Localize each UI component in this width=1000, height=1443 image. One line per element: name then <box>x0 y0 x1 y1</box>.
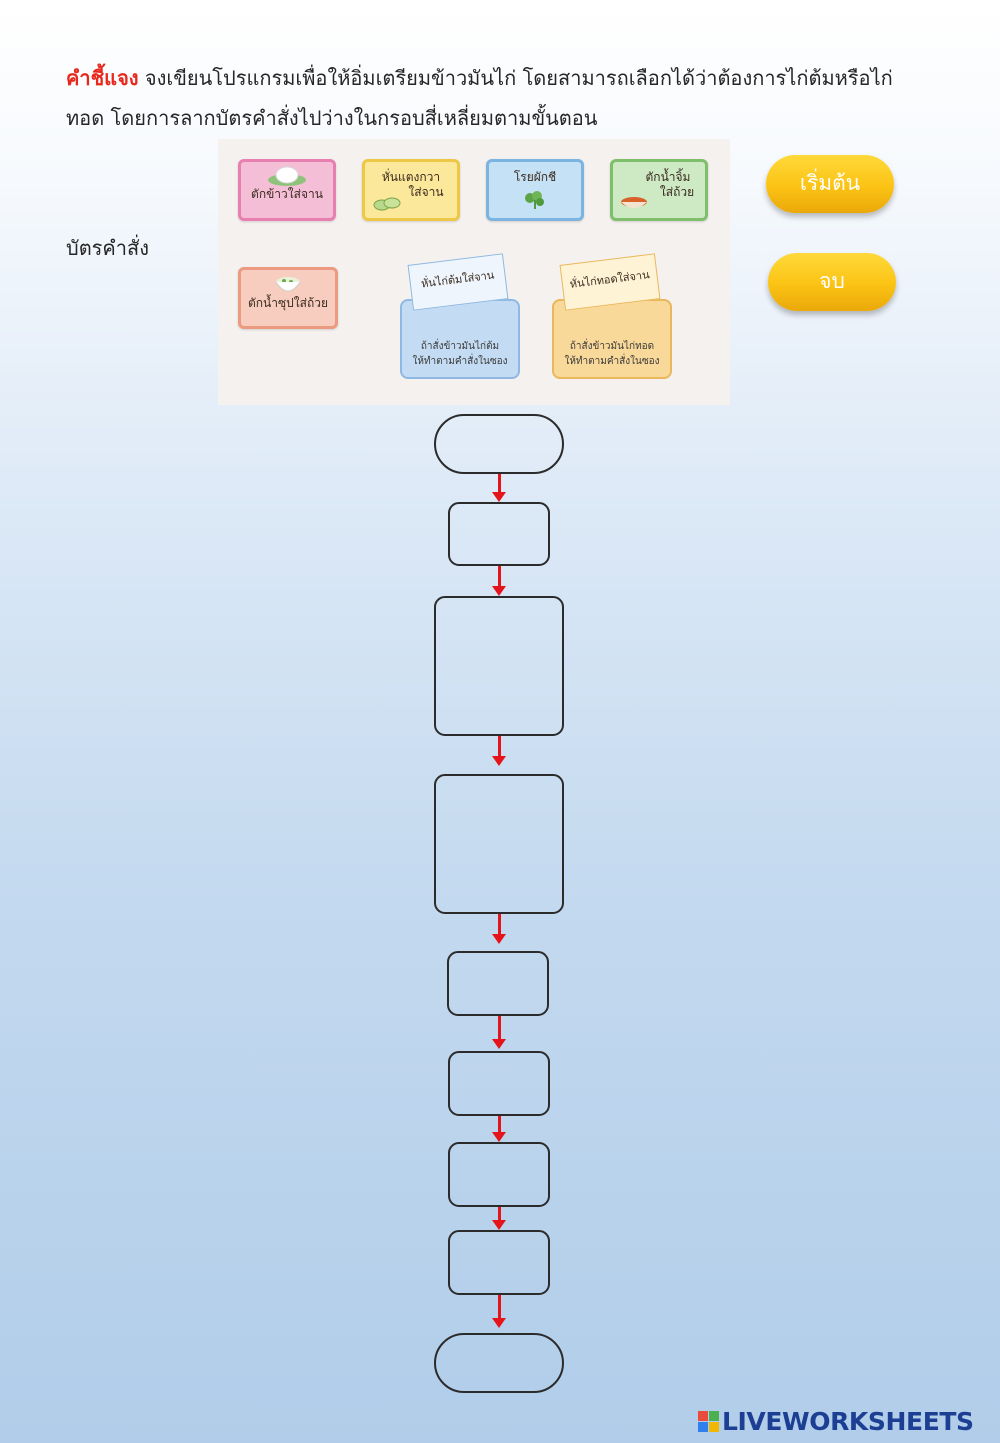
envelope-fried-note-2: ให้ทำตามคำสั่งในซอง <box>564 356 660 367</box>
card-rice[interactable]: ตักข้าวใส่จาน <box>238 159 336 221</box>
instructions-line-1: คำชี้แจง จงเขียนโปรแกรมเพื่อให้อิ่มเตรีย… <box>66 58 946 98</box>
soup-bowl-icon <box>275 277 301 292</box>
flow-arrow <box>492 1116 506 1142</box>
card-dipping-sauce[interactable]: ตักน้ำจิ้ม ใส่ถ้วย <box>610 159 708 221</box>
card-dip-label-1: ตักน้ำจิ้ม <box>645 170 691 184</box>
flow-arrow <box>492 914 506 944</box>
card-cucumber-label-1: หั่นแตงกวา <box>381 170 441 184</box>
flow-arrow <box>492 1295 506 1328</box>
flow-arrow <box>492 1016 506 1049</box>
brand-text: LIVEWORKSHEETS <box>722 1407 974 1436</box>
liveworksheets-logo-icon <box>698 1411 720 1433</box>
envelope-fried-note: ถ้าสั่งข้าวมันไก่ทอด ให้ทำตามคำสั่งในซอง <box>558 339 666 369</box>
flowchart-step-6[interactable] <box>448 1142 550 1207</box>
instructions: คำชี้แจง จงเขียนโปรแกรมเพื่อให้อิ่มเตรีย… <box>66 58 946 138</box>
card-cucumber-label-2: ใส่จาน <box>408 185 444 199</box>
card-coriander[interactable]: โรยผักชี <box>486 159 584 221</box>
flowchart-step-1[interactable] <box>448 502 550 566</box>
flow-arrow <box>492 474 506 502</box>
flowchart-step-5[interactable] <box>448 1051 550 1116</box>
envelope-boiled-note-1: ถ้าสั่งข้าวมันไก่ต้ม <box>420 341 500 352</box>
brand-logo: LIVEWORKSHEETS <box>698 1404 974 1440</box>
envelope-boiled-note-2: ให้ทำตามคำสั่งในซอง <box>412 356 508 367</box>
flowchart-end-terminal[interactable] <box>434 1333 564 1393</box>
start-button[interactable]: เริ่มต้น <box>766 155 894 213</box>
envelope-fried: ถ้าสั่งข้าวมันไก่ทอด ให้ทำตามคำสั่งในซอง <box>552 299 672 379</box>
card-dip-label-2: ใส่ถ้วย <box>659 185 695 199</box>
card-cucumber[interactable]: หั่นแตงกวา ใส่จาน <box>362 159 460 221</box>
flow-arrow <box>492 566 506 596</box>
flowchart-step-4[interactable] <box>447 951 549 1016</box>
envelope-boiled: ถ้าสั่งข้าวมันไก่ต้ม ให้ทำตามคำสั่งในซอง <box>400 299 520 379</box>
coriander-icon <box>525 191 544 209</box>
envelope-boiled-note: ถ้าสั่งข้าวมันไก่ต้ม ให้ทำตามคำสั่งในซอง <box>406 339 514 369</box>
cucumber-icon <box>373 197 401 211</box>
rice-plate-icon <box>268 166 306 186</box>
card-soup-label: ตักน้ำซุปใส่ถ้วย <box>248 296 328 310</box>
flow-arrow <box>492 736 506 766</box>
instructions-text-2: ทอด โดยการลากบัตรคำสั่งไปว่างในกรอบสี่เห… <box>66 106 598 130</box>
flowchart-start-terminal[interactable] <box>434 414 564 474</box>
cards-label: บัตรคำสั่ง <box>66 236 150 260</box>
instructions-text-1: จงเขียนโปรแกรมเพื่อให้อิ่มเตรียมข้าวมันไ… <box>138 66 893 90</box>
envelope-fried-note-1: ถ้าสั่งข้าวมันไก่ทอด <box>569 341 655 352</box>
flowchart-step-3[interactable] <box>434 774 564 914</box>
flowchart-step-7[interactable] <box>448 1230 550 1295</box>
sauce-bowl-icon <box>621 197 647 208</box>
card-rice-label: ตักข้าวใส่จาน <box>251 187 323 201</box>
flowchart-step-2[interactable] <box>434 596 564 736</box>
flow-arrow <box>492 1207 506 1230</box>
card-coriander-label: โรยผักชี <box>513 170 557 184</box>
end-button[interactable]: จบ <box>768 253 896 311</box>
instructions-lead: คำชี้แจง <box>66 66 139 90</box>
command-cards-image: ตักข้าวใส่จาน หั่นแตงกวา ใส่จาน โรยผักชี… <box>218 139 730 405</box>
card-soup[interactable]: ตักน้ำซุปใส่ถ้วย <box>238 267 338 329</box>
